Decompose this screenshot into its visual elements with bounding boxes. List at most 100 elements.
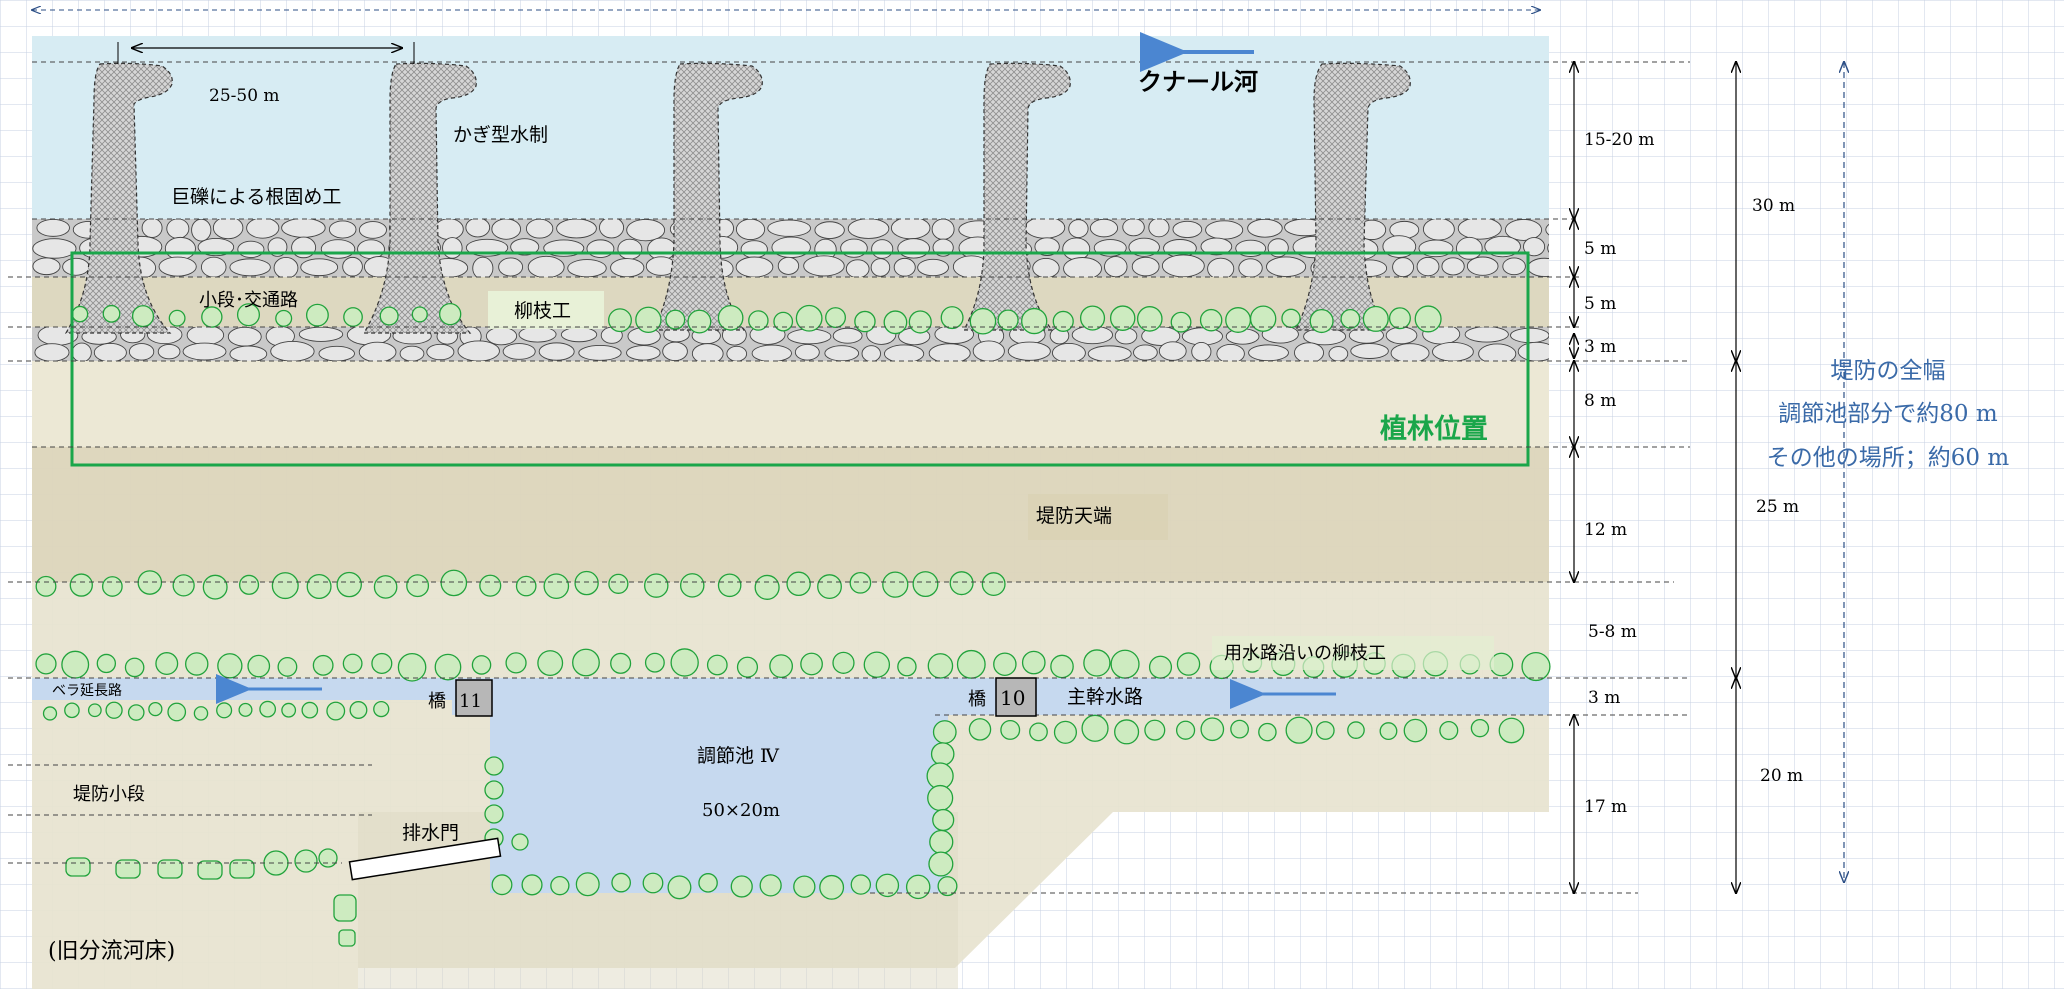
stone	[442, 237, 463, 259]
tree	[717, 304, 744, 331]
stone	[71, 342, 92, 361]
tree	[373, 700, 390, 718]
stone	[847, 219, 890, 239]
tree	[575, 872, 600, 897]
stone	[1545, 223, 1549, 236]
tree	[157, 859, 183, 879]
spur-dike	[64, 62, 173, 334]
tree	[306, 573, 332, 599]
stone	[270, 341, 315, 361]
stone	[893, 257, 916, 277]
tree	[229, 859, 255, 879]
stone	[1133, 344, 1158, 361]
tree	[670, 648, 699, 677]
tree	[238, 574, 260, 595]
stone	[1063, 257, 1103, 277]
tree	[1050, 654, 1074, 679]
tree	[434, 653, 462, 681]
stone	[246, 219, 280, 239]
stone	[1328, 346, 1349, 361]
tree	[1230, 719, 1249, 739]
stone	[610, 258, 645, 277]
stone	[626, 345, 661, 361]
tree	[908, 310, 932, 334]
stone	[662, 341, 688, 361]
spur-dike	[653, 62, 763, 331]
tree	[168, 309, 186, 327]
tree	[1000, 719, 1021, 740]
stone	[972, 340, 1005, 361]
dim-label: 17 m	[1584, 797, 1627, 817]
tree	[897, 656, 917, 677]
tree	[993, 652, 1017, 677]
tree	[440, 569, 468, 597]
tree	[1081, 714, 1109, 742]
small-berm-label: 堤防小段	[73, 784, 145, 805]
tree	[882, 571, 909, 598]
stone	[1247, 219, 1283, 238]
stone	[212, 219, 244, 240]
tree	[102, 304, 121, 323]
stone	[735, 219, 766, 241]
tree	[932, 720, 957, 744]
stone	[502, 343, 536, 360]
stone	[824, 345, 860, 361]
tree	[197, 860, 223, 880]
regulating-pond	[490, 700, 948, 893]
tree	[635, 306, 662, 334]
stone	[1200, 237, 1233, 256]
stone	[1158, 341, 1187, 361]
tree	[336, 571, 362, 598]
stone	[318, 345, 355, 361]
stone	[1205, 220, 1244, 240]
tree	[281, 702, 297, 718]
stone	[62, 257, 90, 276]
tree	[202, 574, 228, 600]
tree	[928, 851, 954, 877]
tree	[71, 305, 89, 323]
tree	[484, 780, 504, 800]
river-name: クナール河	[1138, 67, 1258, 96]
stone	[320, 239, 356, 259]
stone	[840, 238, 868, 258]
stone	[1216, 343, 1245, 361]
stone	[1510, 327, 1549, 344]
tree	[318, 848, 338, 868]
tree	[1362, 305, 1389, 332]
tree	[883, 310, 908, 335]
tree	[301, 701, 319, 719]
dim-label: 12 m	[1584, 520, 1627, 540]
tree	[259, 700, 277, 718]
tree	[479, 574, 502, 597]
stone	[166, 219, 190, 239]
tree	[1200, 717, 1225, 742]
stone	[917, 258, 949, 277]
stone	[1089, 219, 1119, 238]
stone	[691, 343, 724, 361]
stone	[229, 258, 271, 277]
stone	[1457, 219, 1502, 240]
tree	[537, 650, 564, 677]
tree	[956, 649, 986, 679]
planting-trees	[35, 302, 1551, 947]
stone	[890, 219, 931, 240]
bridge-11-number: 11	[459, 691, 482, 712]
bridge-10-box	[995, 677, 1037, 717]
crest-band	[32, 447, 1549, 582]
stone	[626, 219, 666, 242]
stone	[1068, 219, 1089, 239]
tree	[610, 652, 632, 674]
stone	[229, 345, 268, 361]
bridge-10-number: 10	[1000, 686, 1025, 710]
tree	[850, 874, 872, 895]
planting-position-box	[70, 251, 1530, 467]
bera-road-label: ベラ延長路	[52, 683, 122, 699]
main-canal-label: 主幹水路	[1067, 686, 1143, 708]
stone	[1504, 219, 1543, 241]
tree	[333, 894, 357, 922]
stone	[1547, 243, 1549, 253]
pond-size-label: 50×20m	[702, 800, 780, 821]
tree	[1083, 649, 1111, 677]
tree	[271, 572, 299, 600]
drain-gate	[348, 837, 502, 881]
